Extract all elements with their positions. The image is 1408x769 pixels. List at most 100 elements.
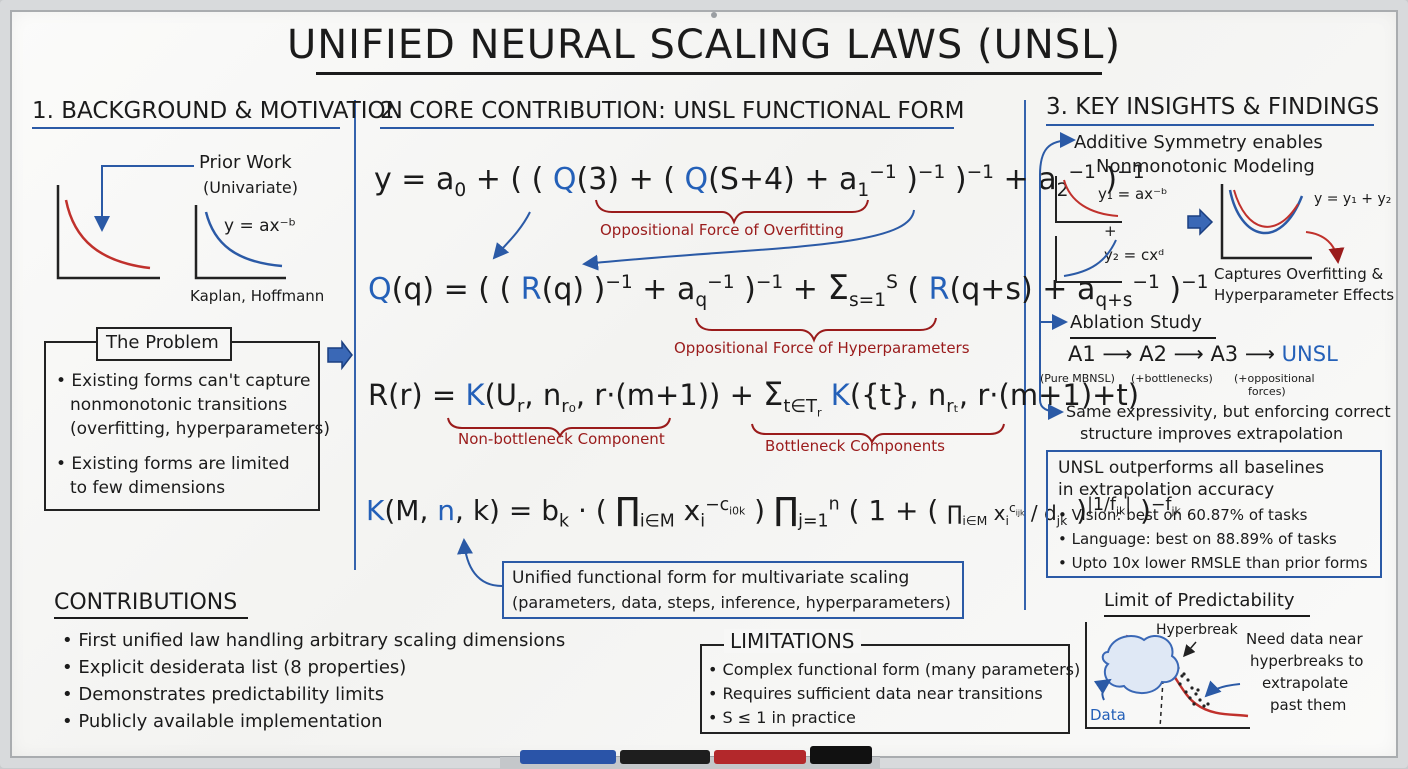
q3-arrow — [492, 211, 531, 260]
problem-item-1-line-3: (overfitting, hyperparameters) — [70, 419, 330, 439]
column-divider-right — [1024, 100, 1026, 610]
core-heading-underline — [380, 127, 954, 129]
symmetry-line-2: Nonmonotonic Modeling — [1096, 156, 1315, 177]
limitations-heading: LIMITATIONS — [724, 629, 861, 653]
decreasing-curve-icon — [56, 185, 160, 280]
expressivity-line-2: structure improves extrapolation — [1080, 424, 1344, 443]
outperform-item-rmsle: • Upto 10x lower RMSLE than prior forms — [1058, 554, 1368, 572]
a2-arrow — [582, 209, 915, 271]
nonbottleneck-brace — [447, 417, 671, 439]
marker-pen-black-icon — [620, 750, 710, 764]
ablation-arrow-2: ⟶ — [1173, 342, 1204, 366]
univariate-label: (Univariate) — [203, 178, 298, 197]
hyperparameters-brace — [695, 317, 937, 343]
power-law-formula: y = ax⁻ᵇ — [224, 216, 296, 236]
contribution-item-4: • Publicly available implementation — [62, 711, 383, 732]
page-title: UNIFIED NEURAL SCALING LAWS (UNSL) — [286, 22, 1122, 68]
outperform-box — [1046, 450, 1382, 578]
ablation-note-a2: (+bottlenecks) — [1131, 372, 1213, 385]
bottleneck-brace — [751, 423, 1005, 445]
unified-form-box — [502, 561, 964, 619]
column-divider-left — [354, 100, 356, 570]
ablation-note-a3-line-1: (+oppositional — [1234, 372, 1315, 385]
problem-item-2-line-2: to few dimensions — [70, 478, 226, 498]
ablation-step-a2: A2 — [1139, 342, 1167, 366]
unified-form-line-1: Unified functional form for multivariate… — [512, 568, 910, 588]
problem-item-1-line-1: • Existing forms can't capture — [56, 371, 311, 391]
hyperbreak-scatter — [1174, 666, 1210, 708]
expressivity-line-1: Same expressivity, but enforcing correct — [1066, 402, 1391, 421]
ablation-arrow-3: ⟶ — [1244, 342, 1275, 366]
outperform-line-2: in extrapolation accuracy — [1058, 480, 1275, 500]
need-line-1: Need data near — [1246, 630, 1363, 648]
limit-title: Limit of Predictability — [1104, 590, 1295, 611]
contributions-heading: CONTRIBUTIONS — [54, 590, 238, 615]
ablation-underline — [1070, 337, 1216, 339]
problem-item-1-line-2: nonmonotonic transitions — [70, 395, 288, 415]
problem-title-box — [96, 327, 232, 361]
contributions-underline — [54, 617, 248, 619]
limitation-item-2: • Requires sufficient data near transiti… — [708, 684, 1043, 703]
marker-pen-icon — [520, 750, 616, 764]
eraser-icon — [810, 746, 872, 764]
core-heading: 2. CORE CONTRIBUTION: UNSL FUNCTIONAL FO… — [380, 98, 965, 124]
ablation-step-unsl: UNSL — [1281, 342, 1338, 366]
y1-plot — [1055, 176, 1122, 223]
need-line-4: past them — [1270, 696, 1347, 714]
problem-item-2-line-1: • Existing forms are limited — [56, 454, 290, 474]
unified-form-line-2: (parameters, data, steps, inference, hyp… — [512, 593, 951, 612]
need-line-3: extrapolate — [1262, 674, 1349, 692]
overfitting-label: Oppositional Force of Overfitting — [600, 221, 844, 239]
equation-q: Q(q) = ( ( R(q) )−1 + aq−1 )−1 + Σs=1S (… — [368, 268, 1209, 311]
y2-plot — [1055, 236, 1122, 283]
hyperparameters-label: Oppositional Force of Hyperparameters — [674, 339, 970, 357]
nonbottleneck-label: Non-bottleneck Component — [458, 430, 665, 448]
limit-underline — [1104, 615, 1310, 617]
contribution-item-1: • First unified law handling arbitrary s… — [62, 630, 566, 651]
ablation-note-a1: (Pure MBNSL) — [1040, 372, 1115, 385]
y2-formula: y₂ = cxᵈ — [1104, 246, 1165, 264]
prior-work-plot — [194, 205, 286, 280]
outperform-item-language: • Language: best on 88.89% of tasks — [1058, 530, 1337, 548]
data-label: Data — [1090, 706, 1126, 724]
equation-k: K(M, n, k) = bk · ( ∏i∈M xi−ci0k ) ∏j=1n… — [366, 490, 1181, 532]
bottleneck-label: Bottleneck Components — [765, 437, 945, 455]
arrow-right-icon — [327, 339, 353, 371]
background-heading: 1. BACKGROUND & MOTIVATION — [32, 98, 403, 124]
data-cloud-icon — [1093, 635, 1180, 701]
insights-heading: 3. KEY INSIGHTS & FINDINGS — [1046, 94, 1380, 120]
equation-y: y = a0 + ( ( Q(3) + ( Q(S+4) + a1−1 )−1 … — [374, 162, 1145, 201]
unified-form-arrow — [457, 538, 503, 587]
need-line-2: hyperbreaks to — [1250, 652, 1364, 670]
contribution-item-3: • Demonstrates predictability limits — [62, 684, 385, 705]
captures-line-2: Hyperparameter Effects — [1214, 286, 1395, 304]
ablation-step-a3: A3 — [1210, 342, 1239, 366]
insights-heading-underline — [1046, 124, 1374, 126]
insights-bracket — [1039, 139, 1073, 420]
prior-work-label: Prior Work — [199, 152, 292, 173]
limitation-item-1: • Complex functional form (many paramete… — [708, 660, 1081, 679]
board-clip-icon — [711, 12, 717, 18]
symmetry-line-1: Additive Symmetry enables — [1074, 132, 1323, 153]
y1-formula: y₁ = ax⁻ᵇ — [1098, 185, 1168, 203]
ablation-arrow-1: ⟶ — [1102, 342, 1133, 366]
sum-arrow-icon — [1187, 208, 1214, 236]
ablation-sequence: A1 ⟶ A2 ⟶ A3 ⟶ UNSL — [1068, 342, 1338, 366]
hyperbreak-label: Hyperbreak — [1156, 622, 1238, 638]
outperform-line-1: UNSL outperforms all baselines — [1058, 458, 1325, 478]
u-curve-icon — [1220, 184, 1345, 264]
background-heading-underline — [32, 127, 340, 129]
limitation-item-3: • S ≤ 1 in practice — [708, 708, 856, 727]
ablation-note-a3-line-2: forces) — [1248, 385, 1286, 398]
problem-title: The Problem — [106, 332, 219, 353]
plus-sign: + — [1104, 222, 1117, 240]
equation-r: R(r) = K(Ur, nr₀, r·(m+1)) + Σt∈Tr K({t}… — [368, 375, 1140, 420]
captures-line-1: Captures Overfitting & — [1214, 265, 1384, 283]
overfitting-brace — [595, 199, 869, 225]
limitations-box — [700, 644, 1070, 734]
ablation-step-a1: A1 — [1068, 342, 1096, 366]
ablation-title: Ablation Study — [1070, 312, 1202, 333]
authors-label: Kaplan, Hoffmann — [190, 287, 325, 305]
prior-work-arrow — [94, 165, 194, 232]
